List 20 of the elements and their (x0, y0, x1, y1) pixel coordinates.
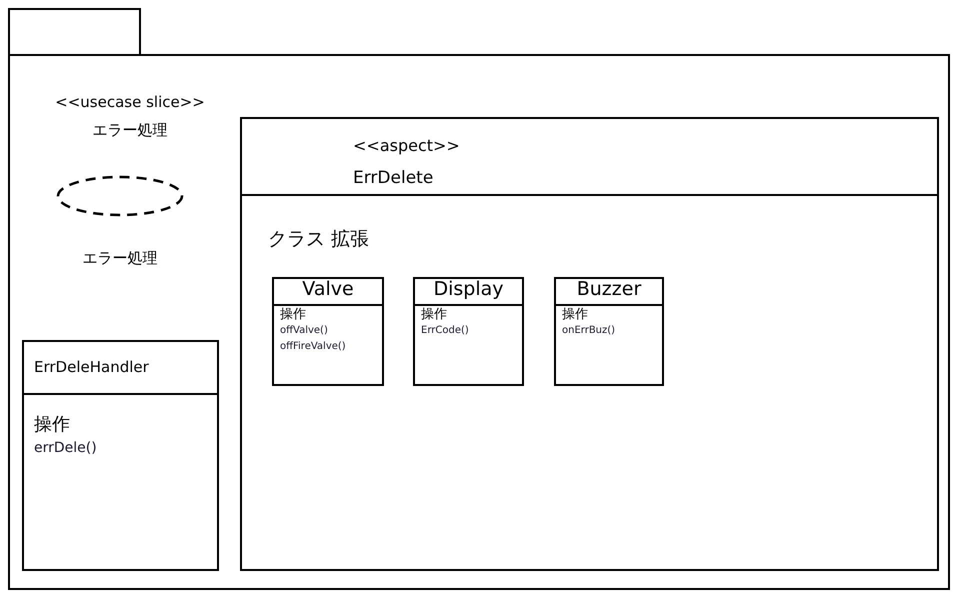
operation-label: errDele() (34, 440, 97, 456)
operation-label: offFireValve() (280, 341, 346, 352)
use-case-label: エラー処理 (82, 250, 158, 268)
section-heading: 操作 (34, 415, 70, 436)
operation-label: offValve() (280, 325, 328, 336)
stereotype-label: <<usecase slice>> (55, 94, 205, 112)
operation-label: ErrCode() (421, 325, 469, 336)
class-name: ErrDeleHandler (34, 359, 149, 376)
section-heading: 操作 (421, 308, 447, 323)
use-case-ellipse (56, 175, 184, 217)
stereotype-label: <<aspect>> (353, 137, 460, 156)
class-name: ErrDelete (353, 169, 434, 189)
operation-label: onErrBuz() (562, 325, 616, 336)
section-heading: 操作 (280, 308, 306, 323)
section-heading: クラス 拡張 (268, 229, 370, 251)
class-name: Valve (302, 279, 354, 301)
class-name: Display (433, 279, 504, 301)
class-name: Buzzer (576, 279, 642, 301)
package-name: エラー処理 (92, 122, 168, 140)
section-heading: 操作 (562, 308, 588, 323)
